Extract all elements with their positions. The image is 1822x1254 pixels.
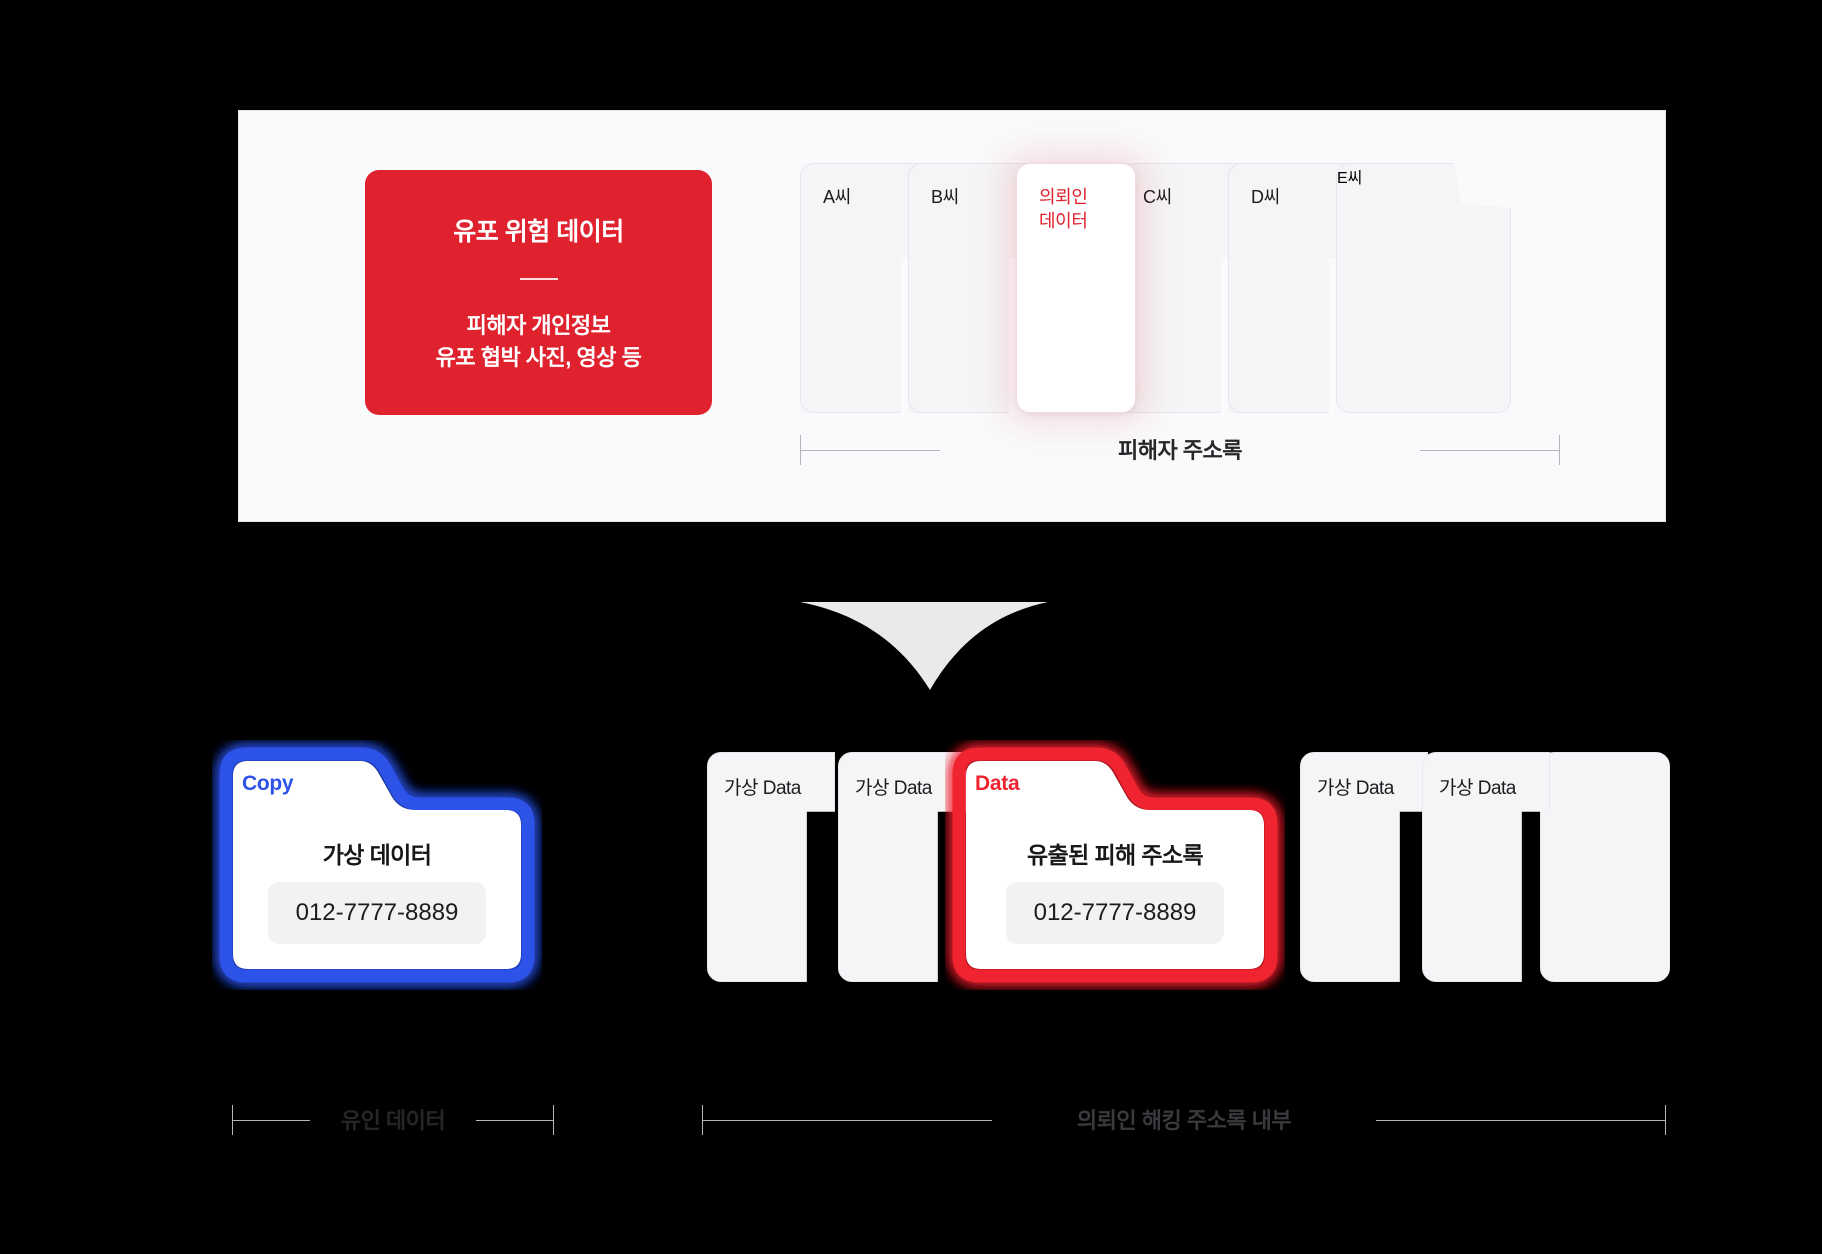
- risk-card-subtitle-line-1: 피해자 개인정보: [466, 312, 611, 338]
- decoy-card-4-label: 가상 Data: [1439, 778, 1516, 799]
- decoy-card-1[interactable]: 가상 Data: [707, 752, 835, 982]
- hacked-address-bracket-label: 의뢰인 해킹 주소록 내부: [1076, 1108, 1292, 1133]
- lure-bracket-bar-left: [232, 1120, 310, 1121]
- tab-card-a-label: A씨: [823, 187, 851, 207]
- decoy-card-3-label: 가상 Data: [1317, 778, 1394, 799]
- leaked-data-folder[interactable]: Data 유출된 피해 주소록 012-7777-8889: [945, 740, 1285, 990]
- tab-card-c-label: C씨: [1143, 187, 1172, 207]
- risk-card-subtitle-line-2: 유포 협박 사진, 영상 등: [435, 344, 642, 370]
- leaked-folder-tab-label: Data: [975, 772, 1020, 795]
- lure-folder-phone: 012-7777-8889: [268, 882, 486, 944]
- tab-card-e-label: E씨: [1337, 170, 1363, 187]
- tab-card-client[interactable]: 의뢰인 데이터: [1016, 163, 1136, 413]
- lure-bracket-cap-right: [553, 1105, 554, 1135]
- flow-arrow-icon: [800, 602, 1048, 690]
- risk-card-title: 유포 위험 데이터: [453, 217, 624, 246]
- lure-data-folder[interactable]: Copy 가상 데이터 012-7777-8889: [212, 740, 542, 990]
- lure-folder-tab-label: Copy: [242, 772, 294, 795]
- risk-card-subtitle: 피해자 개인정보 유포 협박 사진, 영상 등: [436, 310, 642, 374]
- hacked-bracket-bar-left: [702, 1120, 992, 1121]
- tab-card-client-label: 의뢰인 데이터: [1039, 185, 1088, 234]
- bracket-bar-left: [800, 450, 940, 451]
- decoy-card-4[interactable]: 가상 Data: [1422, 752, 1550, 982]
- tab-card-client-label-line-2: 데이터: [1039, 211, 1088, 232]
- victim-address-bracket-label: 피해자 주소록: [1117, 438, 1243, 463]
- hacked-address-bracket: 의뢰인 해킹 주소록 내부: [702, 1105, 1666, 1135]
- lure-data-bracket: 유인 데이터: [232, 1105, 554, 1135]
- risk-card-divider: [519, 277, 558, 280]
- tab-card-b-label: B씨: [931, 187, 959, 207]
- hacked-bracket-cap-right: [1665, 1105, 1666, 1135]
- decoy-card-2-label: 가상 Data: [855, 778, 932, 799]
- decoy-card-5[interactable]: [1540, 752, 1670, 982]
- leaked-folder-title: 유출된 피해 주소록: [1026, 842, 1204, 868]
- victim-address-bracket: 피해자 주소록: [800, 435, 1560, 465]
- leaked-folder-phone: 012-7777-8889: [1006, 882, 1224, 944]
- hacked-bracket-bar-right: [1376, 1120, 1666, 1121]
- victim-address-tab-row: A씨 B씨 의뢰인 데이터 C씨 D씨 E씨: [800, 163, 1560, 413]
- tab-card-d-label: D씨: [1251, 187, 1280, 207]
- tab-card-client-label-line-1: 의뢰인: [1039, 187, 1088, 207]
- lure-data-bracket-label: 유인 데이터: [340, 1108, 446, 1133]
- tab-card-e[interactable]: E씨: [1336, 163, 1511, 413]
- lure-folder-title: 가상 데이터: [322, 842, 432, 868]
- decoy-card-1-label: 가상 Data: [724, 778, 801, 799]
- risk-data-card: 유포 위험 데이터 피해자 개인정보 유포 협박 사진, 영상 등: [365, 170, 712, 415]
- bracket-bar-right: [1420, 450, 1560, 451]
- decoy-card-3[interactable]: 가상 Data: [1300, 752, 1428, 982]
- lure-bracket-bar-right: [476, 1120, 554, 1121]
- bracket-cap-right: [1559, 435, 1560, 465]
